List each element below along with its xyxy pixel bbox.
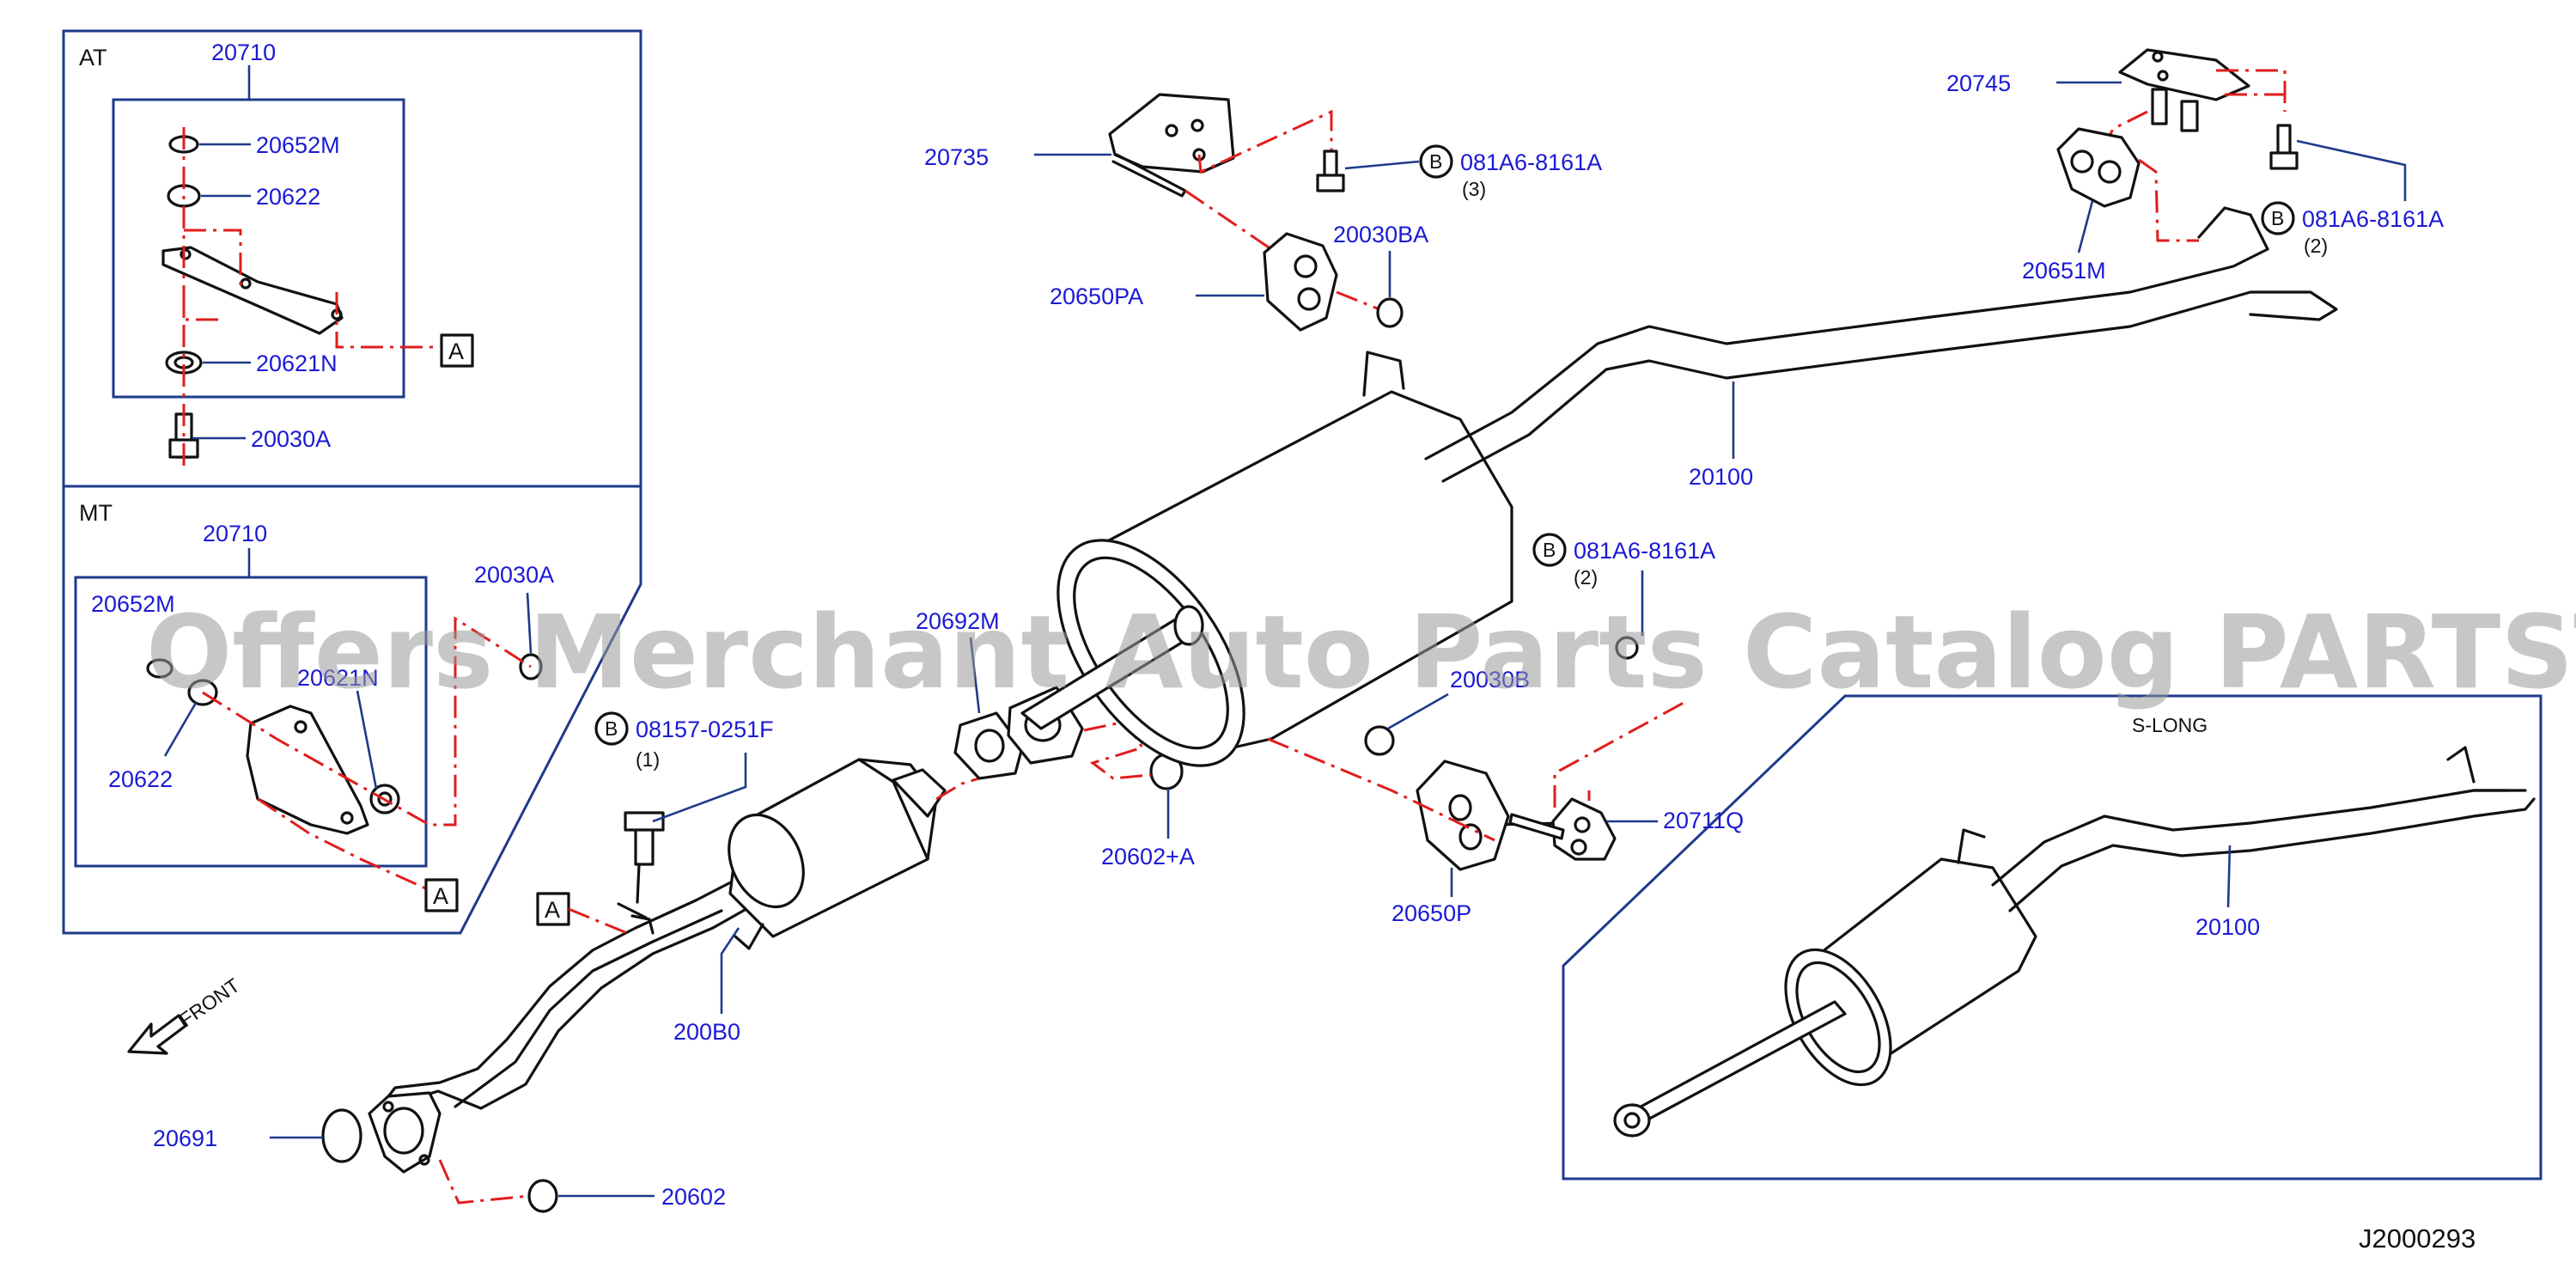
center-muffler (1020, 247, 2338, 844)
callout-b2-text: B (1429, 150, 1442, 173)
label-mt-20622: 20622 (108, 766, 173, 792)
gasket-20692M (953, 711, 1024, 780)
label-20691: 20691 (153, 1126, 217, 1151)
callout-b1-text: B (605, 717, 618, 740)
label-at-20652M: 20652M (256, 132, 340, 158)
label-20030BA: 20030BA (1333, 222, 1428, 247)
label-mt-20652M: 20652M (91, 591, 175, 617)
label-20100: 20100 (1689, 464, 1753, 490)
mt-section: MT 20710 20652M 20030A 20621N 20622 A (74, 500, 554, 912)
label-20735: 20735 (924, 144, 989, 170)
bracket-20711Q (1551, 797, 1617, 861)
qty-08157: (1) (636, 748, 660, 771)
callout-b1 (594, 711, 629, 746)
nut-20030BA (1376, 297, 1404, 328)
insulator-20650P (1416, 760, 1510, 871)
label-20711Q: 20711Q (1663, 808, 1744, 833)
inset-panel (62, 29, 642, 935)
lower-hangers (1267, 636, 1684, 871)
at-bracket (161, 246, 344, 335)
qty-081A6-mid: (2) (1574, 566, 1598, 589)
qty-081A6-top: (3) (1462, 178, 1486, 200)
label-mt-20621N: 20621N (297, 665, 379, 691)
label-20692M: 20692M (916, 608, 1000, 634)
main-labels: B 08157-0251F (1) 20692M 200B0 20691 206… (153, 70, 2444, 1210)
s-long-section: S-LONG 20100 (1562, 694, 2543, 1180)
bolt-081A6-mid (1615, 636, 1639, 660)
gasket-20691 (321, 1108, 362, 1163)
label-at-20622: 20622 (256, 184, 320, 210)
label-at-20621N: 20621N (256, 351, 338, 376)
label-20030B: 20030B (1450, 667, 1530, 692)
s-long-label: S-LONG (2132, 714, 2208, 736)
top-hangers (1108, 48, 2299, 332)
nut-20602 (527, 1179, 558, 1213)
label-at-20710: 20710 (211, 40, 276, 65)
label-081A6-right: 081A6-8161A (2302, 206, 2444, 232)
label-20651M: 20651M (2022, 258, 2106, 284)
callout-b3 (1532, 533, 1567, 567)
insulator-20651M (2056, 127, 2141, 208)
bracket-20745 (2118, 48, 2250, 101)
callout-b4 (2261, 201, 2295, 235)
insulator-20650PA (1263, 232, 1338, 332)
callout-a-mt (424, 878, 459, 912)
bolt-08157 (634, 825, 655, 866)
callout-a-main (536, 892, 570, 926)
label-20602A: 20602+A (1101, 844, 1195, 869)
label-mt-20710: 20710 (203, 521, 267, 546)
callout-a-main-text: A (545, 897, 560, 923)
label-sl-20100: 20100 (2195, 914, 2260, 940)
callout-a-mt-text: A (433, 883, 448, 909)
diagram-code: J2000293 (2359, 1223, 2476, 1254)
label-20745: 20745 (1946, 70, 2011, 96)
label-20650PA: 20650PA (1050, 284, 1143, 309)
callout-b3-text: B (1543, 539, 1556, 561)
label-081A6-top: 081A6-8161A (1460, 149, 1602, 175)
label-mt-20030A: 20030A (474, 562, 554, 588)
label-08157: 08157-0251F (636, 717, 774, 742)
label-at-20030A: 20030A (251, 426, 331, 452)
label-20650P: 20650P (1392, 900, 1471, 926)
label-20602: 20602 (661, 1184, 726, 1210)
callout-b4-text: B (2271, 207, 2284, 229)
at-section: AT 20710 20652M 20622 20621N 20030A A (79, 40, 474, 473)
front-pipe-assembly: A (321, 758, 997, 1213)
callout-a-at (440, 333, 474, 368)
mt-section-label: MT (79, 500, 113, 526)
front-label: FRONT (175, 973, 244, 1031)
watermark: Offers Merchant Auto Parts Catalog PARTS… (146, 593, 2576, 711)
label-081A6-mid: 081A6-8161A (1574, 538, 1715, 564)
callout-b2 (1419, 144, 1453, 179)
mt-20652M-washer (146, 658, 174, 679)
front-arrow: FRONT (127, 973, 244, 1055)
label-200B0: 200B0 (673, 1019, 740, 1045)
at-section-label: AT (79, 45, 107, 70)
qty-081A6-right: (2) (2304, 235, 2328, 257)
callout-a-at-text: A (448, 339, 464, 364)
nut-20030B (1364, 725, 1395, 756)
